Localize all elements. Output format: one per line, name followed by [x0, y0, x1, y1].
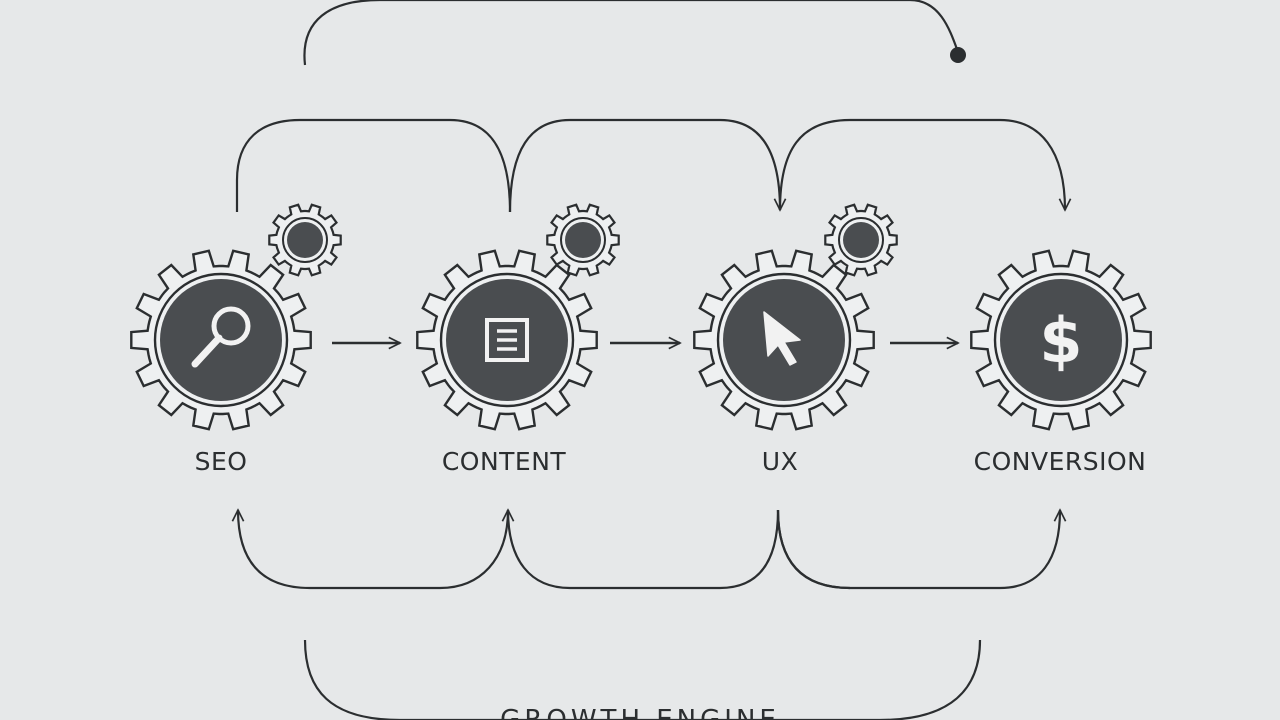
outer-bottom-loop — [303, 639, 982, 720]
small-gear-1 — [268, 203, 342, 277]
gear-conversion — [970, 249, 1152, 431]
stage-label-seo: SEO — [194, 447, 248, 476]
bottom-arc-3-head — [776, 509, 851, 590]
top-arc-1 — [235, 118, 512, 213]
svg-text:$: $ — [1039, 304, 1082, 377]
document-icon — [485, 318, 529, 362]
top-arc-3 — [778, 118, 1065, 210]
magnifier-icon — [191, 306, 251, 368]
bottom-arc-3 — [776, 510, 1060, 590]
stage-label-ux: UX — [761, 447, 799, 476]
small-gear-2 — [546, 203, 620, 277]
loop-node — [950, 47, 966, 63]
footer-title: GROWTH ENGINE — [500, 705, 780, 720]
bottom-arc-1 — [238, 510, 510, 590]
small-gear-3 — [824, 203, 898, 277]
outer-top-loop — [303, 0, 960, 66]
stage-label-conversion: CONVERSION — [973, 447, 1147, 476]
stage-label-content: CONTENT — [441, 447, 567, 476]
dollar-icon: $ — [1039, 304, 1082, 377]
bottom-arc-2 — [508, 510, 780, 590]
cursor-icon — [763, 311, 801, 366]
top-arc-2 — [508, 118, 780, 213]
